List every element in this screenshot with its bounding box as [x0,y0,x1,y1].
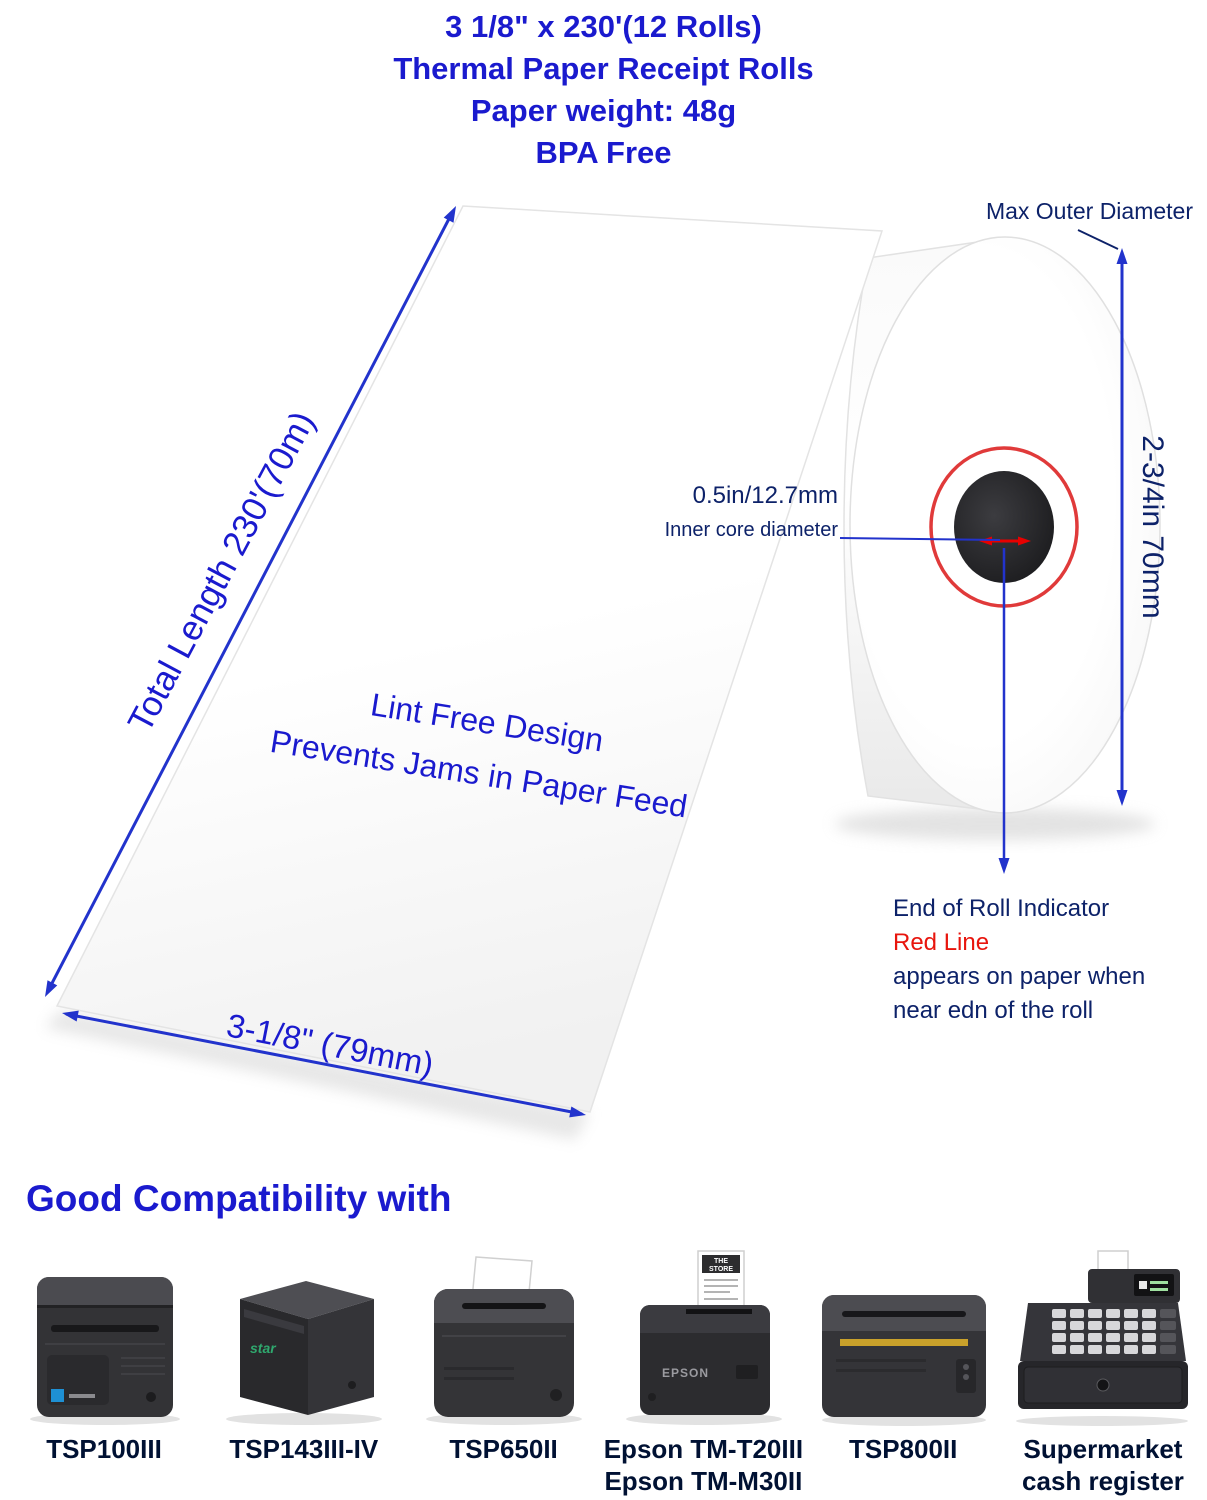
printer-item-tsp143iii-iv: star TSP143III-IV [206,1243,402,1497]
end-of-roll-line-4: near edn of the roll [893,997,1094,1024]
epson-brand-text: EPSON [662,1366,709,1380]
compatibility-heading: Good Compatibility with [26,1178,452,1219]
epson-illustration: THE STORE EPSON [625,1250,782,1425]
tsp650ii-illustration [426,1256,583,1425]
keypad-function-keys [1160,1309,1177,1354]
end-of-roll-line-3: appears on paper when [893,963,1146,990]
printer-label: TSP800II [849,1433,957,1465]
printer-image-tsp650ii [416,1243,591,1427]
printer-item-tsp100iii: TSP100III [6,1243,202,1497]
outer-diameter-value-label: 2-3/4in 70mm [1136,435,1169,619]
title-line-3: Paper weight: 48g [470,93,737,128]
max-outer-diameter-pointer-line [1077,229,1119,250]
cash-register-illustration [1016,1250,1189,1426]
inner-core-value: 0.5in/12.7mm [692,482,838,509]
title-block: 3 1/8" x 230'(12 Rolls) Thermal Paper Re… [0,6,1207,174]
printer-label-line: cash register [1022,1466,1184,1496]
printer-label-line: TSP650II [449,1434,558,1464]
title-line-1: 3 1/8" x 230'(12 Rolls) [445,9,762,44]
printer-image-cash-register [1010,1243,1195,1427]
printer-label-line: TSP143III-IV [229,1434,379,1464]
tsp143iii-illustration: star [226,1281,383,1425]
end-of-roll-pointer-line [998,548,1010,874]
printer-label-line: Supermarket [1023,1434,1183,1464]
inner-core-caption: Inner core diameter [664,519,838,541]
max-outer-diameter-label: Max Outer Diameter [985,198,1193,224]
printer-label: TSP650II [449,1433,557,1465]
printer-label: Supermarket cash register [1022,1433,1184,1497]
printer-label: Epson TM-T20III Epson TM-M30II [604,1433,803,1497]
total-length-arrow [45,206,456,997]
core-diameter-arrow [979,536,1031,546]
printer-item-cash-register: Supermarket cash register [1005,1243,1201,1497]
tsp800ii-illustration [821,1295,986,1426]
printer-image-tsp143iii-iv: star [216,1243,391,1427]
end-of-roll-text-block: End of Roll Indicator Red Line appears o… [893,892,1145,1028]
printer-label: TSP143III-IV [229,1433,378,1465]
end-of-roll-line-1: End of Roll Indicator [893,895,1110,922]
tsp100iii-illustration [29,1277,180,1425]
inner-core-label-block: 0.5in/12.7mm Inner core diameter [665,482,838,542]
outer-diameter-arrow [1116,248,1128,806]
receipt-text-line1: THE [714,1258,728,1265]
title-line-4: BPA Free [535,135,672,170]
printer-item-tsp800ii: TSP800II [805,1243,1001,1497]
paper-roll-diagram [45,205,1161,1140]
printer-image-tsp800ii [816,1243,991,1427]
printer-label-line: TSP100III [46,1434,162,1464]
receipt-text-line2: STORE [709,1266,733,1273]
printer-row: TSP100III star TSP143III-IV [0,1243,1207,1497]
paper-sheet [55,205,884,1113]
printer-label: TSP100III [46,1433,162,1465]
inner-core-pointer-line [839,537,1001,541]
printer-item-tsp650ii: TSP650II [406,1243,602,1497]
printer-label-line: Epson TM-T20III [603,1434,804,1464]
printer-label-line: Epson TM-M30II [604,1466,803,1496]
star-logo-text: star [250,1340,277,1356]
printer-label-line: TSP800II [848,1434,958,1464]
printer-image-epson: THE STORE EPSON [616,1243,791,1427]
shadows [45,808,1155,1140]
printer-image-tsp100iii [17,1243,192,1427]
inner-core [954,471,1054,583]
title-line-2: Thermal Paper Receipt Rolls [393,51,814,86]
printer-item-epson: THE STORE EPSON Epson TM-T20III Epson TM… [604,1243,803,1497]
keypad-keys [1052,1309,1157,1354]
width-arrow [62,1010,586,1118]
end-of-roll-red-line: Red Line [893,929,990,956]
